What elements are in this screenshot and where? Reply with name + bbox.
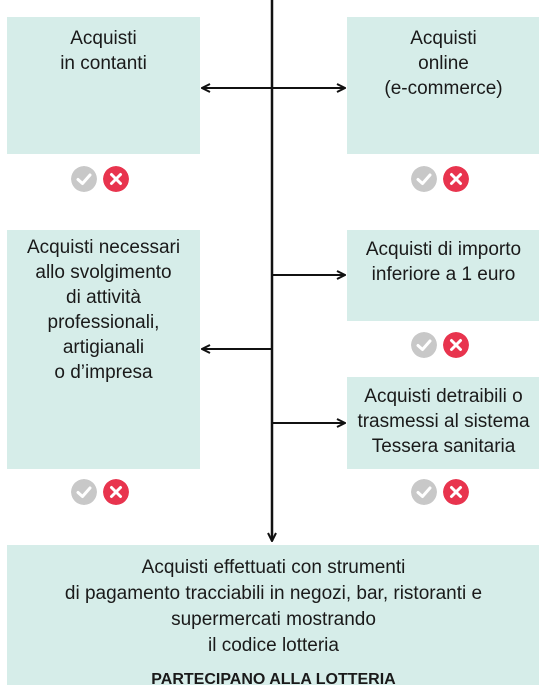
box-text: Tessera sanitaria [371,436,516,457]
cross-icon [443,166,469,192]
box-text: (e-commerce) [384,78,503,99]
status-icons-small-amount [411,332,469,358]
box-text: Acquisti detraibili o [364,386,523,407]
check-icon [411,166,437,192]
box-text: online [418,53,469,74]
box-text: artigianali [62,337,145,358]
check-icon [411,479,437,505]
box-small-amount-purchases: Acquisti di importo inferiore a 1 euro [347,230,539,321]
box-text: il codice lotteria [208,635,339,656]
box-text: professionali, [47,312,160,333]
box-text: o d’impresa [54,362,153,383]
box-text: Acquisti [70,28,137,49]
box-text: allo svolgimento [35,262,172,283]
box-text: Acquisti necessari [26,237,181,258]
box-professional-purchases: Acquisti necessari allo svolgimento di a… [7,230,200,469]
cross-icon [443,479,469,505]
box-text: di attività [66,287,141,308]
status-icons-medical [411,479,469,505]
box-text: inferiore a 1 euro [371,264,516,285]
box-text: Acquisti effettuati con strumenti [141,557,406,578]
box-text: di pagamento tracciabili in negozi, bar,… [64,583,483,604]
participate-verdict: PARTECIPANO ALLA LOTTERIA [151,671,396,688]
box-medical-purchases: Acquisti detraibili o trasmessi al siste… [347,377,539,469]
status-icons-online [411,166,469,192]
check-icon [71,479,97,505]
check-icon [71,166,97,192]
box-text: Acquisti di importo [365,239,522,260]
box-cash-purchases: Acquisti in contanti [7,17,200,154]
cross-icon [103,166,129,192]
box-text: trasmessi al sistema [357,411,530,432]
cross-icon [103,479,129,505]
box-online-purchases: Acquisti online (e-commerce) [347,17,539,154]
status-icons-professional [71,479,129,505]
box-text: supermercati mostrando [171,609,376,630]
cross-icon [443,332,469,358]
box-text: in contanti [60,53,147,74]
box-text: Acquisti [410,28,477,49]
check-icon [411,332,437,358]
status-icons-cash [71,166,129,192]
box-participating-purchases: Acquisti effettuati con strumenti di pag… [7,545,539,688]
